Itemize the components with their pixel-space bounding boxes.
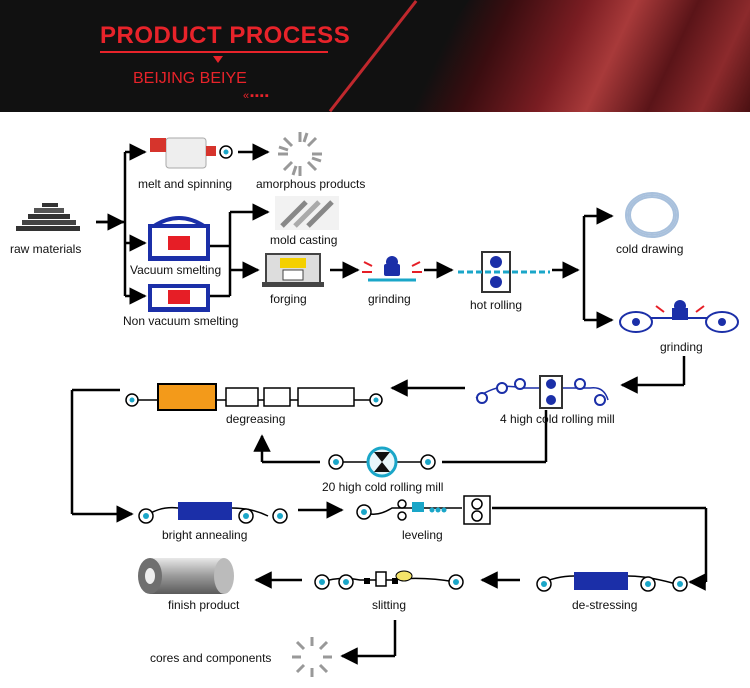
- label-hot-rolling: hot rolling: [470, 298, 523, 312]
- raw-materials-branch-lines: [96, 143, 147, 305]
- right-branch-lines: [582, 207, 614, 329]
- down-triangle-icon: [213, 56, 223, 63]
- twenty-high-mill-icon: [328, 446, 436, 478]
- grinding-icon-1: [362, 256, 422, 282]
- label-amorphous-products: amorphous products: [256, 177, 366, 191]
- label-grinding-1: grinding: [368, 292, 411, 306]
- leveling-to-destressing-lines: [492, 506, 708, 591]
- label-bright-annealing: bright annealing: [162, 528, 248, 542]
- label-finish-product: finish product: [168, 598, 240, 612]
- twenty-high-loop-lines: [253, 410, 548, 464]
- label-melt-spinning: melt and spinning: [138, 177, 233, 191]
- de-stressing-furnace-icon: [536, 572, 688, 592]
- label-cold-drawing: cold drawing: [616, 242, 684, 256]
- label-four-high-mill: 4 high cold rolling mill: [500, 412, 615, 426]
- finish-product-roll-icon: [138, 558, 234, 594]
- label-raw-materials: raw materials: [10, 242, 82, 256]
- label-de-stressing: de-stressing: [572, 598, 638, 612]
- cold-drawing-coil-icon: [625, 192, 679, 238]
- grinding-icon-2: [619, 300, 739, 333]
- label-non-vacuum-smelting: Non vacuum smelting: [123, 314, 239, 328]
- melt-spinning-device-icon: [150, 137, 233, 169]
- label-leveling: leveling: [402, 528, 443, 542]
- label-vacuum-smelting: Vacuum smelting: [130, 263, 222, 277]
- company-name: BEIJING BEIYE: [133, 70, 247, 87]
- four-high-mill-icon: [475, 375, 609, 409]
- label-cores-components: cores and components: [150, 651, 272, 665]
- forging-press-icon: [262, 253, 324, 287]
- label-slitting: slitting: [372, 598, 407, 612]
- slitting-to-cores-lines: [340, 620, 397, 665]
- amorphous-burst-icon: [278, 132, 322, 176]
- label-grinding-2: grinding: [660, 340, 703, 354]
- degreasing-line-icon: [125, 383, 383, 411]
- label-degreasing: degreasing: [226, 412, 286, 426]
- raw-materials-pile-icon: [16, 203, 80, 231]
- grinding-to-mill-line: [620, 356, 686, 394]
- non-vacuum-furnace-icon: [148, 284, 210, 312]
- label-forging: forging: [270, 292, 307, 306]
- cores-burst-icon: [292, 637, 332, 677]
- header-banner: PRODUCT PROCESS BEIJING BEIYE «▪▪▪▪: [0, 0, 750, 112]
- slitting-machine-icon: [314, 570, 464, 590]
- decorative-dots: «▪▪▪▪: [243, 90, 270, 102]
- label-mold-casting: mold casting: [270, 233, 338, 247]
- left-return-lines: [70, 388, 134, 523]
- title-underline: [100, 51, 328, 53]
- leveling-machine-icon: [356, 495, 491, 525]
- bright-annealing-icon: [138, 502, 288, 524]
- vacuum-furnace-icon: [148, 216, 210, 261]
- label-twenty-high-mill: 20 high cold rolling mill: [322, 480, 444, 494]
- page-title: PRODUCT PROCESS: [100, 22, 351, 49]
- mold-casting-bars-icon: [275, 196, 339, 230]
- smelting-merge-lines: [210, 203, 270, 298]
- hot-rolling-mill-icon: [458, 251, 550, 293]
